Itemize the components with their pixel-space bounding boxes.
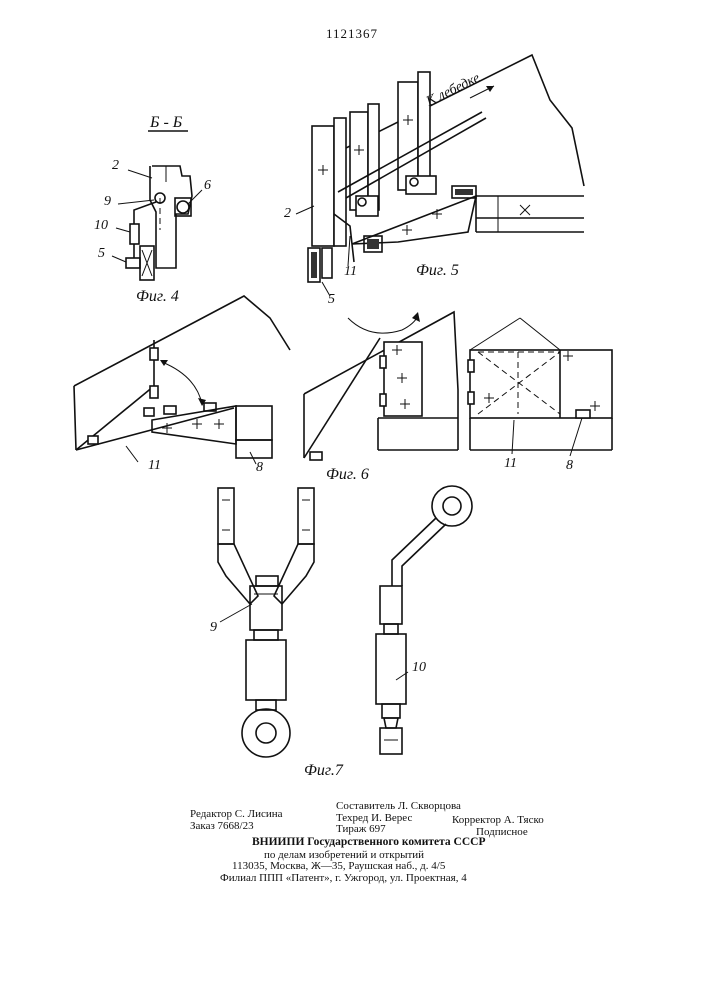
fig4-part-5: 5 — [98, 246, 105, 262]
fig7-part-9: 9 — [210, 620, 217, 636]
fig7-part9-drawing — [218, 488, 314, 757]
fig6-left-part-11: 11 — [148, 458, 161, 474]
fig4-part-10: 10 — [94, 218, 108, 234]
fig6-right-part-8: 8 — [566, 458, 573, 474]
fig4-drawing — [112, 131, 202, 280]
imprint-corrector: Корректор А. Тяско — [452, 814, 544, 826]
fig7-part-10: 10 — [412, 660, 426, 676]
fig6-left-part-8: 8 — [256, 460, 263, 476]
imprint-circulation: Тираж 697 — [336, 823, 386, 835]
fig5-caption: Фиг. 5 — [416, 262, 459, 280]
fig4-part-9: 9 — [104, 194, 111, 210]
imprint-editor: Редактор С. Лисина — [190, 808, 283, 820]
fig5-part-2: 2 — [284, 206, 291, 222]
fig6-middle-drawing — [304, 312, 458, 460]
fig4-caption: Фиг. 4 — [136, 288, 179, 306]
fig6-right-drawing — [468, 318, 612, 456]
fig4-part-6: 6 — [204, 178, 211, 194]
fig6-left-drawing — [74, 296, 290, 464]
imprint-branch: Филиал ППП «Патент», г. Ужгород, ул. Про… — [220, 872, 467, 884]
section-label: Б - Б — [150, 114, 182, 132]
fig5-part-11: 11 — [344, 264, 357, 280]
imprint-order: Заказ 7668/23 — [190, 820, 254, 832]
fig6-right-part-11: 11 — [504, 456, 517, 472]
imprint-org-line1: ВНИИПИ Государственного комитета СССР — [252, 836, 485, 848]
fig4-part-2: 2 — [112, 158, 119, 174]
fig5-part-5: 5 — [328, 292, 335, 308]
fig7-caption: Фиг.7 — [304, 762, 343, 780]
imprint-compiler: Составитель Л. Скворцова — [336, 800, 461, 812]
imprint-org-line3: 113035, Москва, Ж—35, Раушская наб., д. … — [232, 860, 445, 872]
fig7-part10-drawing — [376, 486, 472, 754]
fig6-caption: Фиг. 6 — [326, 466, 369, 484]
